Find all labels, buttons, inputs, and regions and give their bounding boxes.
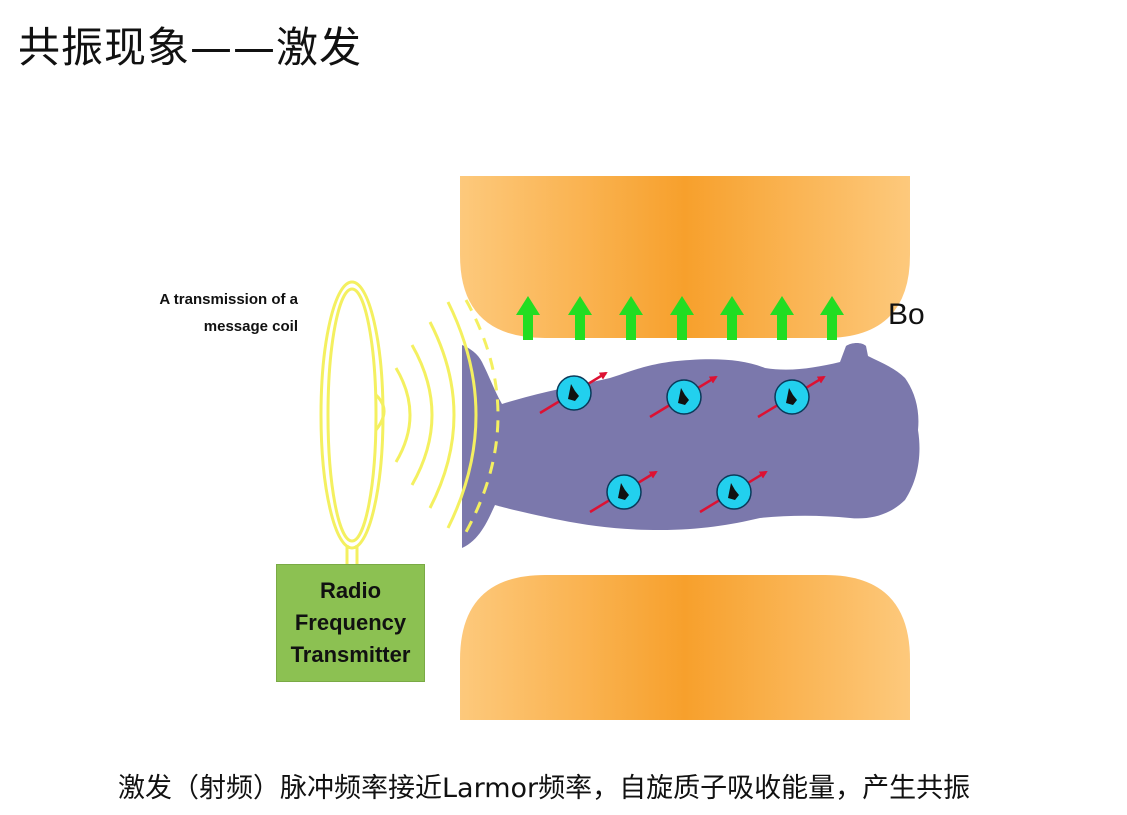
b0-field-label: Bo <box>888 298 925 331</box>
top-magnet <box>460 176 910 338</box>
spinning-proton-icon <box>699 470 768 514</box>
caption: 激发（射频）脉冲频率接近Larmor频率，自旋质子吸收能量，产生共振 <box>118 773 971 804</box>
field-arrow-icon <box>820 296 844 340</box>
b0-field-arrows <box>516 296 844 340</box>
coil-label-line2: message coil <box>203 318 298 335</box>
spinning-proton-icon <box>757 375 826 419</box>
field-arrow-icon <box>670 296 694 340</box>
rf-coil <box>319 280 386 566</box>
spinning-proton-icon <box>589 470 658 514</box>
patient-body <box>462 343 920 548</box>
transmitter-label-line1: Radio <box>319 578 382 603</box>
spinning-proton-icon <box>539 371 608 415</box>
field-arrow-icon <box>720 296 744 340</box>
proton-group <box>539 371 826 514</box>
page-title: 共振现象——激发 <box>18 23 363 72</box>
field-arrow-icon <box>619 296 643 340</box>
bottom-magnet <box>460 575 910 720</box>
rf-waves <box>394 299 500 533</box>
transmitter-label-line3: Transmitter <box>290 642 411 667</box>
rf-transmitter-box: Radio Frequency Transmitter <box>276 564 425 682</box>
spinning-proton-icon <box>649 375 718 419</box>
field-arrow-icon <box>770 296 794 340</box>
field-arrow-icon <box>568 296 592 340</box>
field-arrow-icon <box>516 296 540 340</box>
coil-label-line1: A transmission of a <box>159 291 298 308</box>
transmitter-label-line2: Frequency <box>294 610 407 635</box>
